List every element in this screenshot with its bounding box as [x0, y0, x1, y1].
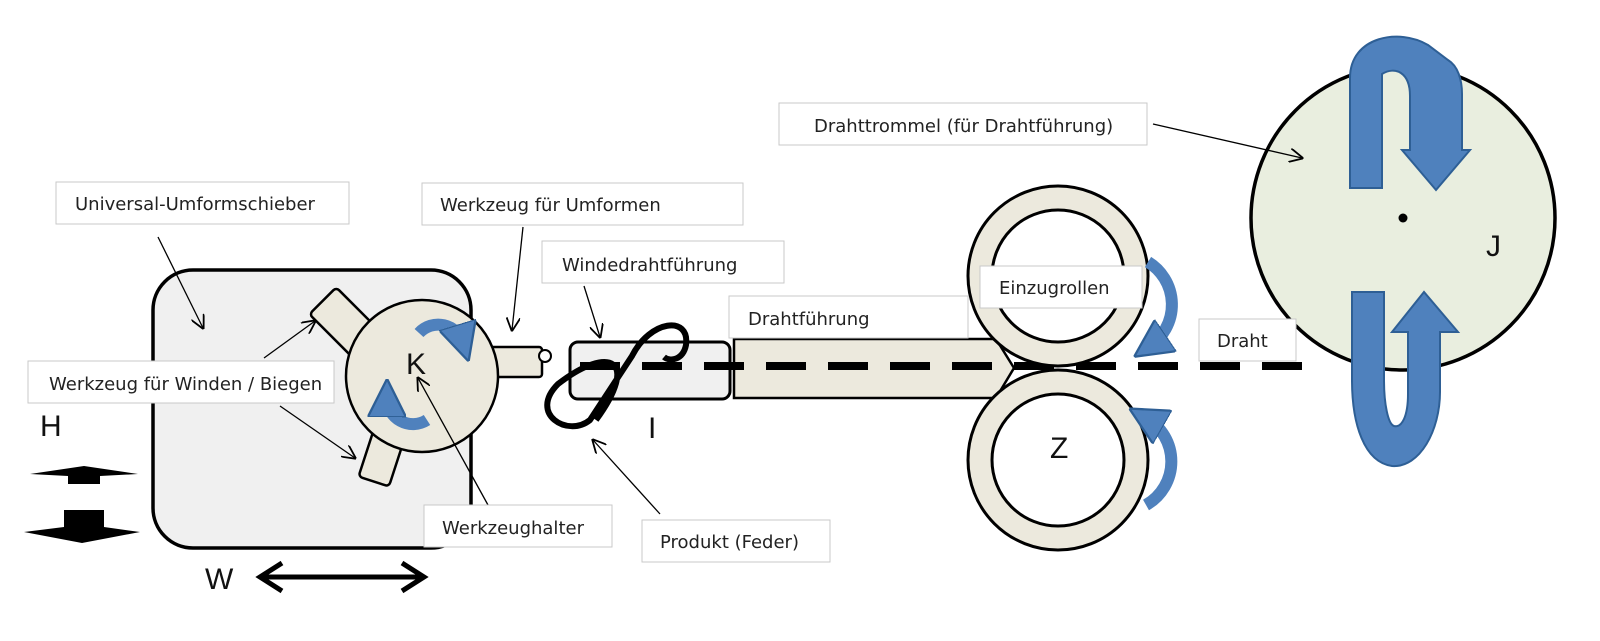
wire-guide	[732, 337, 1016, 400]
up-down-arrow-icon	[24, 466, 140, 543]
label-werkzeughalter: Werkzeughalter	[423, 504, 613, 548]
curved-rotation-arrow-icon	[387, 398, 431, 431]
letter-j: J	[1486, 230, 1501, 263]
wind-wire-guide	[568, 340, 732, 401]
letter-w: W	[205, 563, 234, 596]
svg-text:Drahttrommel (für Drahtführung: Drahttrommel (für Drahtführung)	[814, 116, 1113, 137]
svg-text:Universal-Umformschieber: Universal-Umformschieber	[75, 194, 316, 215]
letter-i: I	[648, 412, 656, 445]
curved-rotation-arrow-icon	[1148, 256, 1178, 346]
label-draht: Draht	[1198, 318, 1297, 362]
letter-z: Z	[1050, 432, 1068, 465]
drum-center-dot	[1398, 213, 1408, 223]
label-einzugrollen: Einzugrollen	[979, 265, 1143, 309]
svg-text:Draht: Draht	[1217, 331, 1268, 352]
letter-h: H	[40, 410, 62, 443]
curved-rotation-arrow-icon	[414, 318, 463, 343]
curved-rotation-arrow-icon	[1146, 418, 1178, 511]
svg-text:Drahtführung: Drahtführung	[748, 309, 870, 330]
svg-text:Werkzeug für Winden / Biegen: Werkzeug für Winden / Biegen	[49, 374, 322, 395]
label-werkzeug-fuer-umformen: Werkzeug für Umformen	[421, 182, 744, 226]
spring-product	[544, 322, 690, 430]
svg-text:Einzugrollen: Einzugrollen	[999, 278, 1110, 299]
label-drahtfuehrung: Drahtführung	[728, 295, 969, 339]
forming-tool-tip	[538, 349, 552, 363]
label-werkzeug-fuer-winden-biegen: Werkzeug für Winden / Biegen	[27, 360, 335, 404]
svg-text:Werkzeug für Umformen: Werkzeug für Umformen	[440, 195, 661, 216]
label-universal-umformschieber: Universal-Umformschieber	[55, 181, 350, 225]
label-windedrahtfuehrung: Windedrahtführung	[541, 240, 785, 284]
drum-rotation-band-icon	[1349, 35, 1473, 192]
left-right-arrow-icon	[255, 560, 429, 594]
letter-k: K	[406, 348, 426, 381]
label-drahttrommel: Drahttrommel (für Drahtführung)	[778, 102, 1148, 146]
svg-text:Produkt (Feder): Produkt (Feder)	[660, 532, 799, 553]
lower-feed-roller-inner	[990, 392, 1126, 528]
svg-text:Werkzeughalter: Werkzeughalter	[442, 518, 585, 539]
drum-rotation-band-lower-icon	[1351, 290, 1461, 468]
svg-text:Windedrahtführung: Windedrahtführung	[562, 255, 737, 276]
label-produkt-feder: Produkt (Feder)	[641, 519, 831, 563]
